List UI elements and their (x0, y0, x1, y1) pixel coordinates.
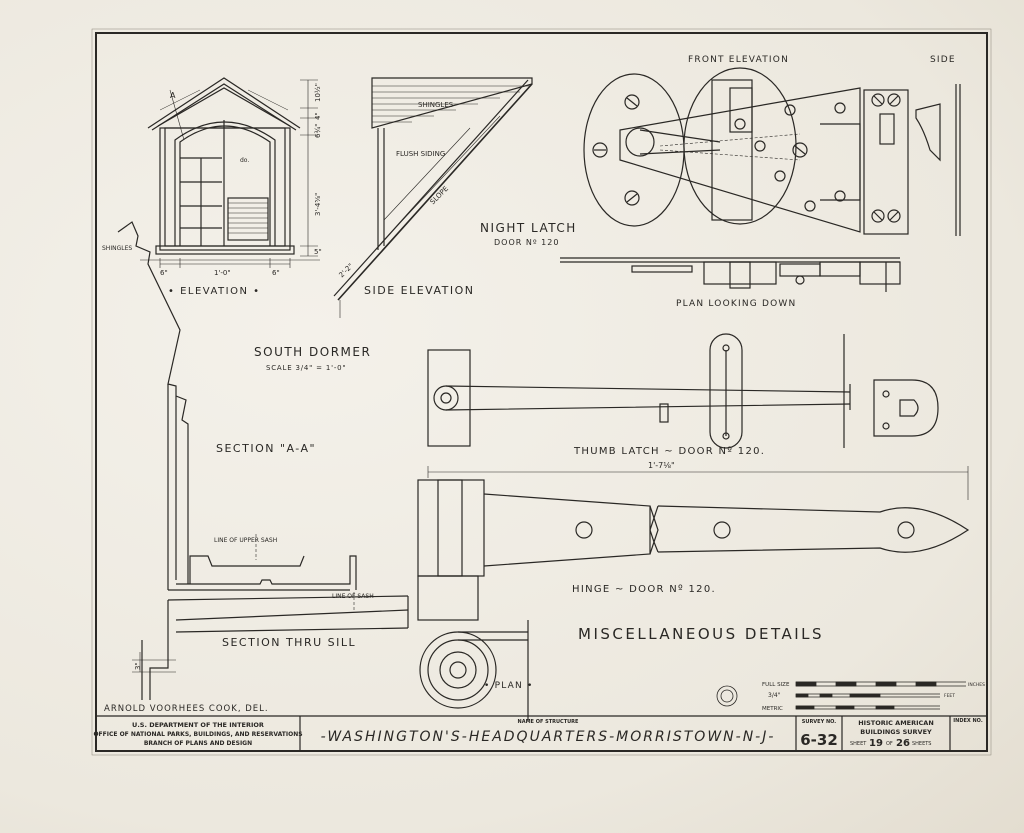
elevation-dim-h1: 10½" (314, 83, 322, 102)
line-sash-note: LINE OF SASH (332, 593, 374, 600)
graphic-scales (716, 681, 966, 710)
scale-inches: INCHES (968, 682, 985, 688)
sheet-total: 26 (896, 738, 910, 749)
agency-line-2: OFFICE OF NATIONAL PARKS, BUILDINGS, AND… (93, 731, 302, 738)
name-of-structure-caption: NAME OF STRUCTURE (518, 719, 580, 725)
elevation-dim-h4: 3'-4⅝" (314, 193, 322, 216)
scale-metric: METRIC (762, 706, 783, 712)
sheet-outer-margin-line (91, 28, 992, 756)
of-word: OF (886, 741, 893, 747)
hinge-label: HINGE ~ DOOR Nº 120. (572, 584, 716, 595)
section-aa-label: SECTION "A-A" (216, 442, 316, 455)
plan-looking-down-label: PLAN LOOKING DOWN (676, 299, 796, 309)
night-latch-subtitle: DOOR Nº 120 (494, 238, 559, 247)
night-latch-front-drawing (560, 67, 961, 292)
scale-full-size: FULL SIZE (762, 682, 790, 688)
sheets-word: SHEETS (912, 741, 931, 747)
section-thru-sill-label: SECTION THRU SILL (222, 636, 356, 649)
line-upper-sash-note: LINE OF UPPER SASH (214, 537, 277, 544)
dormer-side-elevation-drawing (333, 77, 533, 318)
structure-name: -WASHINGTON'S-HEADQUARTERS-MORRISTOWN-N-… (321, 729, 776, 745)
survey-no: 6-32 (800, 731, 838, 749)
front-elevation-label: FRONT ELEVATION (688, 55, 789, 65)
elevation-dim-h3: 6¾" (314, 124, 322, 138)
south-dormer-scale: SCALE 3/4" = 1'-0" (266, 364, 346, 372)
index-no-caption: INDEX NO. (953, 718, 983, 724)
side-label: SIDE (930, 55, 956, 65)
thumb-latch-drawing (427, 333, 939, 449)
section-aa-drawing (117, 221, 409, 700)
habs-line-1: HISTORIC AMERICAN (858, 719, 934, 727)
elevation-note-do: do. (240, 157, 249, 164)
agency-line-3: BRANCH OF PLANS AND DESIGN (144, 740, 252, 747)
scale-three-quarter: 3/4" (768, 692, 781, 699)
elevation-dim-left: 6" (160, 269, 168, 277)
survey-no-caption: SURVEY NO. (802, 719, 836, 725)
agency-line-1: U.S. DEPARTMENT OF THE INTERIOR (132, 721, 264, 729)
elevation-dim-h2: 4" (314, 112, 322, 120)
night-latch-title: NIGHT LATCH (480, 221, 577, 235)
dormer-elevation-label: • ELEVATION • (168, 286, 261, 297)
miscellaneous-details-title: MISCELLANEOUS DETAILS (578, 625, 824, 643)
side-dim: 2'-2" (338, 262, 355, 279)
hinge-drawing (417, 466, 970, 720)
thumb-latch-label: THUMB LATCH ~ DOOR Nº 120. (573, 446, 765, 457)
hinge-plan-label: • PLAN • (484, 681, 533, 691)
sheet-word: SHEET (850, 741, 867, 747)
elevation-dim-right: 6" (272, 269, 280, 277)
side-elevation-label: SIDE ELEVATION (364, 284, 475, 297)
elevation-dim-h5: 5" (314, 248, 322, 256)
sill-dimension: 3" (134, 662, 142, 670)
elevation-section-mark: A (170, 91, 176, 100)
elevation-dim-width: 1'-0" (214, 269, 231, 277)
section-shingles-note: SHINGLES (102, 245, 132, 252)
scale-feet: FEET (944, 693, 955, 699)
south-dormer-title: SOUTH DORMER (254, 345, 371, 359)
side-flush-siding-note: FLUSH SIDING (396, 150, 445, 158)
delineator: ARNOLD VOORHEES COOK, DEL. (104, 704, 269, 714)
sheet-border (95, 32, 988, 752)
hinge-dimension: 1'-7⅛" (648, 461, 675, 470)
sheet-number: 19 (869, 738, 883, 749)
side-shingles-note: SHINGLES (418, 101, 454, 109)
title-block (96, 715, 987, 751)
habs-line-2: BUILDINGS SURVEY (860, 728, 932, 736)
dormer-elevation-drawing (140, 77, 320, 268)
